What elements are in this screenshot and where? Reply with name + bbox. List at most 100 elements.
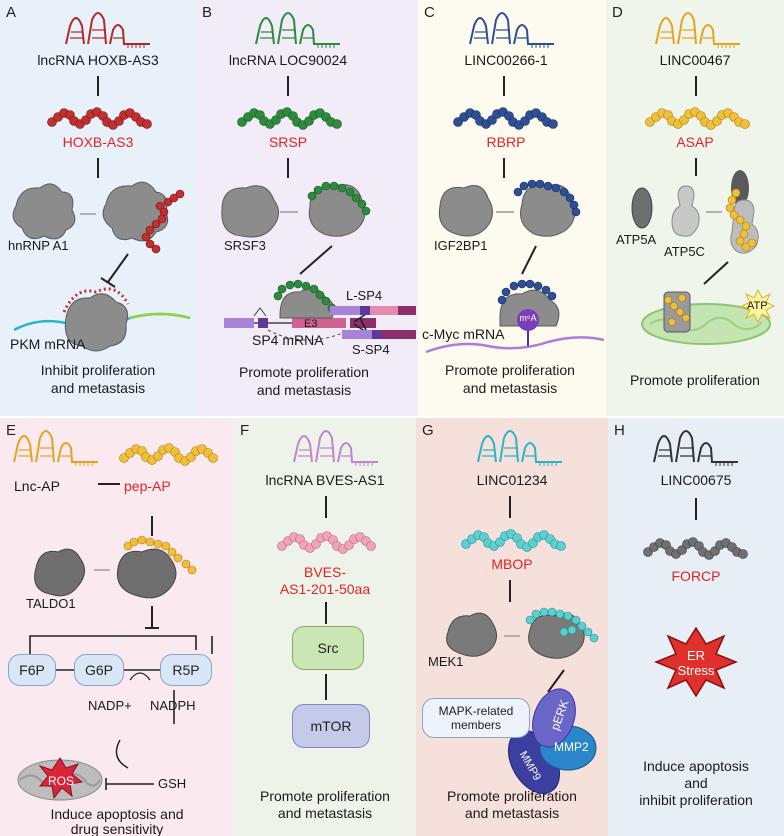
protein-a-name: ATP5A <box>616 232 657 247</box>
panel-label: C <box>424 4 435 21</box>
lncrna-name: LINC00266-1 <box>464 52 548 68</box>
panel-e: E Lnc-AP pep-AP TALDO1 F6P G6P R5P NADP+… <box>0 418 234 836</box>
stress-label-line-2: Stress <box>677 663 715 678</box>
peptide-chain-icon <box>643 537 748 560</box>
lncrna-hairpin-icon <box>65 12 150 48</box>
panel-f: F lncRNA BVES-AS1 BVES- AS1-201-50aa Src… <box>234 418 416 836</box>
g6p-node: G6P <box>74 654 124 686</box>
panel-a-graphics <box>12 12 191 352</box>
lncrna-name: LINC00467 <box>659 52 731 68</box>
panel-h: H LINC00675 FORCP ER Stress Induce apopt… <box>608 418 784 836</box>
outcome-line-1: Promote proliferation <box>445 362 575 378</box>
panel-label: F <box>240 422 250 439</box>
peptide-chain-icon <box>453 107 558 130</box>
panel-label: E <box>6 422 17 439</box>
mtor-node: mTOR <box>292 704 370 748</box>
ros-label: ROS <box>48 774 75 788</box>
outcome-line-1: Promote proliferation <box>447 788 577 804</box>
l-sp4-isoform-icon <box>330 306 416 315</box>
lncrna-name: lncRNA HOXB-AS3 <box>37 52 159 68</box>
perk-effector-icon <box>532 688 576 748</box>
atp-starburst-icon <box>740 288 776 324</box>
peptide-name: HOXB-AS3 <box>62 134 134 150</box>
target-mrna-name: c-Myc mRNA <box>422 326 505 342</box>
protein-name: IGF2BP1 <box>434 238 488 253</box>
lncrna-hairpin-icon <box>655 12 740 48</box>
panel-h-graphics <box>643 430 748 698</box>
f6p-node: F6P <box>8 654 56 686</box>
protein-name: TALDO1 <box>26 596 76 611</box>
panel-e-graphics <box>13 430 218 801</box>
peptide-name: ASAP <box>676 134 714 150</box>
peptide-chain-icon <box>461 529 566 552</box>
lncrna-name: Lnc-AP <box>14 478 60 494</box>
lncrna-hairpin-icon <box>255 12 340 48</box>
panel-c: C LINC00266-1 RBRP IGF2BP1 m⁶A c-Myc mRN… <box>418 0 606 416</box>
peptide-chain-icon <box>277 531 376 554</box>
c-myc-mrna-strand-icon <box>425 336 605 354</box>
mmp2-label: MMP2 <box>554 740 589 754</box>
protein-name: MEK1 <box>428 654 464 669</box>
panel-label: A <box>6 4 17 21</box>
hnrnp-a1-protein-icon <box>12 181 169 242</box>
m6a-modification-icon <box>517 309 539 331</box>
protein-complex-icon <box>64 293 129 352</box>
peptide-name: FORCP <box>671 568 721 584</box>
lncrna-name: lncRNA BVES-AS1 <box>265 472 385 488</box>
er-stress-starburst-icon <box>653 626 739 698</box>
target-mrna-name: SP4 mRNA <box>252 332 324 348</box>
outcome-line-2: and <box>684 775 708 791</box>
mapk-members-box: MAPK-related members <box>422 698 530 738</box>
panel-f-graphics <box>277 430 378 700</box>
panel-d-graphics <box>631 12 776 345</box>
gsh-label: GSH <box>158 776 187 791</box>
peptide-name-line-2: AS1-201-50aa <box>279 581 371 597</box>
panel-a: A lncRNA HOXB-AS3 HOXB-AS3 hnRNP A1 PKM … <box>0 0 196 416</box>
outcome-line-2: and metastasis <box>464 805 560 821</box>
cofactor-in-label: NADP+ <box>88 698 132 713</box>
cofactor-out-label: NADPH <box>150 698 196 713</box>
outcome-line-2: and metastasis <box>256 382 352 398</box>
panel-label: B <box>202 4 213 21</box>
taldo1-protein-icon <box>34 548 85 597</box>
lncrna-hairpin-icon <box>653 430 738 466</box>
peptide-name: RBRP <box>486 134 526 150</box>
atp-label: ATP <box>747 300 768 312</box>
bound-peptide-icon <box>141 189 185 254</box>
target-mrna-name: PKM mRNA <box>10 336 86 352</box>
outcome-line-1: Inhibit proliferation <box>40 362 156 378</box>
s-sp4-isoform-icon <box>342 330 416 339</box>
ros-starburst-icon <box>38 757 84 800</box>
panel-c-graphics <box>425 12 605 354</box>
outcome-line-2: drug sensitivity <box>70 821 164 836</box>
r5p-node: R5P <box>160 654 212 686</box>
peptide-name: SRSP <box>268 134 308 150</box>
panel-b: B lncRNA LOC90024 SRSP SRSF3 E3 L-SP4 S-… <box>196 0 418 416</box>
outcome-line-3: inhibit proliferation <box>639 792 753 808</box>
peptide-name-line-1: BVES- <box>303 564 346 580</box>
src-node: Src <box>292 626 364 670</box>
outcome-line-2: and metastasis <box>462 380 558 396</box>
box-line-1: MAPK-related <box>438 704 514 718</box>
panel-label: H <box>614 422 625 439</box>
mek1-protein-icon <box>446 612 497 657</box>
lncrna-hairpin-icon <box>469 12 554 48</box>
lncrna-hairpin-icon <box>477 430 562 466</box>
peptide-chain-icon <box>119 443 218 466</box>
box-line-2: members <box>450 718 501 732</box>
outcome-line-2: and metastasis <box>50 380 146 396</box>
outcome-line-1: Induce apoptosis and <box>50 806 184 822</box>
outcome-line-1: Promote proliferation <box>630 372 760 388</box>
lncrna-name: lncRNA LOC90024 <box>228 52 348 68</box>
peptide-name: MBOP <box>491 556 533 572</box>
lncrna-hairpin-icon <box>13 430 98 466</box>
outcome-line-1: Induce apoptosis <box>643 758 749 774</box>
peptide-chain-icon <box>645 107 750 130</box>
panel-label: G <box>422 422 434 439</box>
exon-label: E3 <box>304 318 318 330</box>
atp5a-protein-icon <box>631 187 653 229</box>
protein-name: SRSF3 <box>224 238 266 253</box>
isoform-long-label: L-SP4 <box>346 288 383 303</box>
srsf3-protein-icon <box>221 184 366 238</box>
panel-b-graphics <box>221 12 416 341</box>
